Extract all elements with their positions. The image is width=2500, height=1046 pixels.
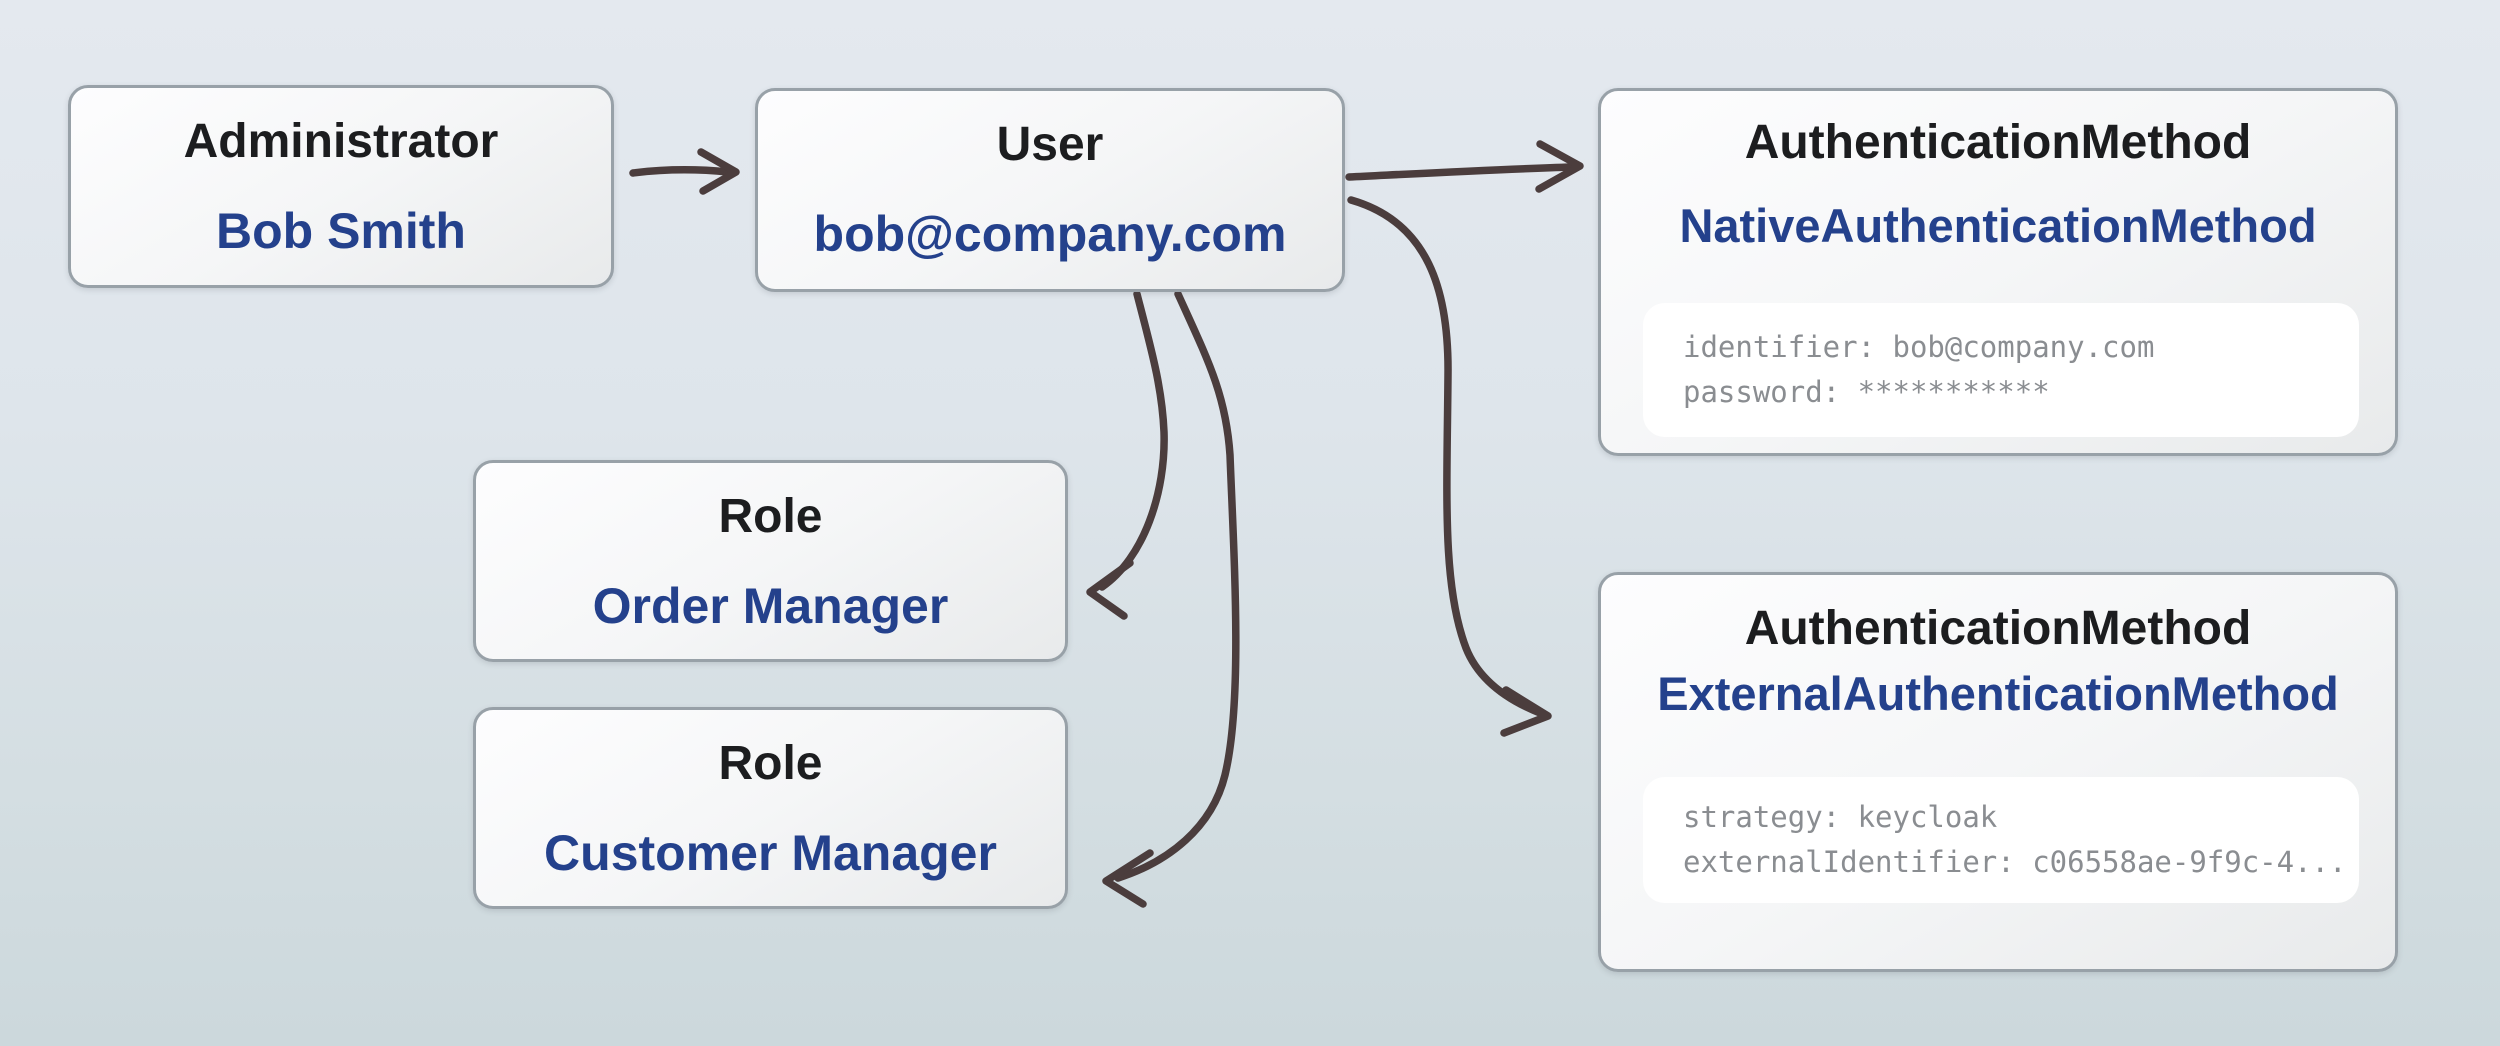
node-type-label: User bbox=[996, 118, 1104, 171]
attribute-strategy: strategy: keycloak bbox=[1683, 800, 1998, 834]
node-name-label: Customer Manager bbox=[544, 825, 997, 881]
node-role-order-manager: Role Order Manager bbox=[473, 460, 1068, 662]
attribute-password: password: *********** bbox=[1683, 375, 2050, 409]
node-external-authentication-method: AuthenticationMethod ExternalAuthenticat… bbox=[1598, 572, 2398, 972]
node-name-label: Bob Smith bbox=[216, 203, 466, 259]
node-name-label: bob@company.com bbox=[813, 206, 1287, 262]
arrow-user-to-native-auth bbox=[1345, 140, 1584, 193]
node-user: User bob@company.com bbox=[755, 88, 1345, 292]
arrow-user-to-external-auth bbox=[1347, 196, 1552, 737]
node-type-label: Role bbox=[718, 490, 823, 543]
node-type-label: AuthenticationMethod bbox=[1744, 116, 2252, 169]
attributes-panel: identifier: bob@company.com password: **… bbox=[1643, 303, 2359, 437]
attribute-identifier: identifier: bob@company.com bbox=[1683, 330, 2155, 364]
node-type-label: Role bbox=[718, 737, 823, 790]
node-name-label: ExternalAuthenticationMethod bbox=[1657, 667, 2339, 720]
node-role-customer-manager: Role Customer Manager bbox=[473, 707, 1068, 909]
attribute-external-identifier: externalIdentifier: c06558ae-9f9c-4... bbox=[1683, 845, 2347, 879]
node-name-label: NativeAuthenticationMethod bbox=[1679, 199, 2317, 252]
attributes-panel: strategy: keycloak externalIdentifier: c… bbox=[1643, 777, 2359, 903]
node-name-label: Order Manager bbox=[592, 578, 949, 634]
arrow-administrator-to-user bbox=[629, 148, 740, 195]
arrow-user-to-order-role bbox=[1086, 290, 1168, 620]
node-administrator: Administrator Bob Smith bbox=[68, 85, 614, 288]
arrow-user-to-customer-role bbox=[1102, 290, 1240, 908]
node-type-label: Administrator bbox=[183, 115, 499, 168]
node-type-label: AuthenticationMethod bbox=[1744, 602, 2252, 655]
node-native-authentication-method: AuthenticationMethod NativeAuthenticatio… bbox=[1598, 88, 2398, 456]
